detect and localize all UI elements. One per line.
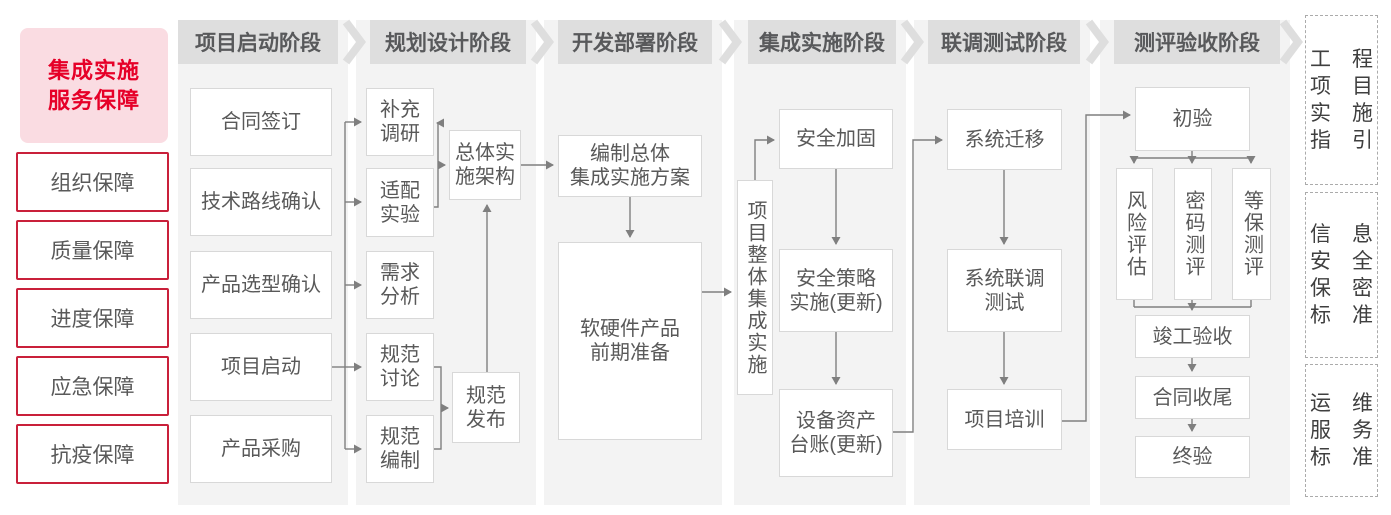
node-crypto-evaluation: 密码测评 [1174,168,1212,300]
guarantee-item-quality: 质量保障 [16,220,169,280]
flow-arrows [332,110,1256,454]
standard-line: 安 全 [1310,250,1373,273]
node-security-hardening: 安全加固 [779,109,893,169]
node-project-kickoff: 项目启动 [190,333,332,401]
phase-header-testing: 联调测试阶段 [928,20,1080,64]
standard-line: 标 准 [1310,304,1373,327]
standard-line: 项 目 [1310,75,1373,98]
guarantee-item-emergency: 应急保障 [16,356,169,416]
phase-chevron-separators [342,19,1303,65]
node-security-policy: 安全策略 实施(更新) [779,249,893,332]
guarantee-item-schedule: 进度保障 [16,288,169,348]
node-contract-closure: 合同收尾 [1135,376,1250,419]
standard-line: 信 息 [1310,223,1373,246]
node-final-acceptance: 终验 [1135,436,1250,478]
standard-infosec-confidentiality: 信 息 安 全 保 密 标 准 [1305,192,1378,358]
node-system-migration: 系统迁移 [947,109,1062,170]
standard-line: 实 施 [1310,102,1373,125]
node-tech-route-confirm: 技术路线确认 [190,168,332,236]
chevron-separator-icon [1279,19,1303,65]
diagram-title-line2: 服务保障 [47,87,140,113]
standard-line: 工 程 [1310,48,1373,71]
standard-om-service: 运 维 服 务 标 准 [1305,364,1378,497]
standard-line: 标 准 [1310,446,1373,469]
diagram-title: 集成实施 服务保障 [20,28,168,143]
node-initial-acceptance: 初验 [1135,87,1250,151]
standard-line: 服 务 [1310,419,1373,442]
chevron-separator-icon [718,19,742,65]
phase-header-development: 开发部署阶段 [558,20,712,64]
chevron-separator-icon [1085,19,1109,65]
node-product-purchase: 产品采购 [190,415,332,483]
guarantee-item-organization: 组织保障 [16,152,169,212]
node-hw-sw-preparation: 软硬件产品 前期准备 [558,242,702,440]
node-spec-discussion: 规范 讨论 [366,333,434,401]
chevron-separator-icon [342,19,366,65]
node-adaptation-experiment: 适配 实验 [366,168,434,237]
node-supplementary-research: 补充 调研 [366,88,434,156]
node-joint-debug-test: 系统联调 测试 [947,249,1062,332]
chevron-separator-icon [530,19,554,65]
phase-header-integration: 集成实施阶段 [748,20,896,64]
phase-header-kickoff: 项目启动阶段 [178,20,338,64]
standard-line: 指 引 [1310,129,1373,152]
node-spec-drafting: 规范 编制 [366,415,434,483]
guarantee-item-epidemic: 抗疫保障 [16,424,169,484]
standard-project-guide: 工 程 项 目 实 施 指 引 [1305,15,1378,185]
node-mlps-evaluation: 等保测评 [1232,168,1271,300]
node-project-training: 项目培训 [947,389,1062,450]
node-risk-assessment: 风险评估 [1116,168,1153,300]
node-overall-architecture: 总体实 施架构 [449,130,521,200]
node-asset-ledger: 设备资产 台账(更新) [779,389,893,477]
node-overall-integration: 项目整体集成实施 [737,180,773,395]
chevron-separator-icon [900,19,924,65]
standard-line: 保 密 [1310,277,1373,300]
standard-line: 运 维 [1310,392,1373,415]
node-requirement-analysis: 需求 分析 [366,251,434,319]
phase-header-planning: 规划设计阶段 [370,20,526,64]
phase-header-acceptance: 测评验收阶段 [1114,20,1280,64]
diagram-title-line1: 集成实施 [47,57,140,83]
node-product-selection: 产品选型确认 [190,251,332,319]
node-contract-signing: 合同签订 [190,88,332,156]
node-spec-release: 规范 发布 [452,372,520,443]
node-overall-plan: 编制总体 集成实施方案 [558,135,702,197]
node-completion-acceptance: 竣工验收 [1135,315,1250,358]
